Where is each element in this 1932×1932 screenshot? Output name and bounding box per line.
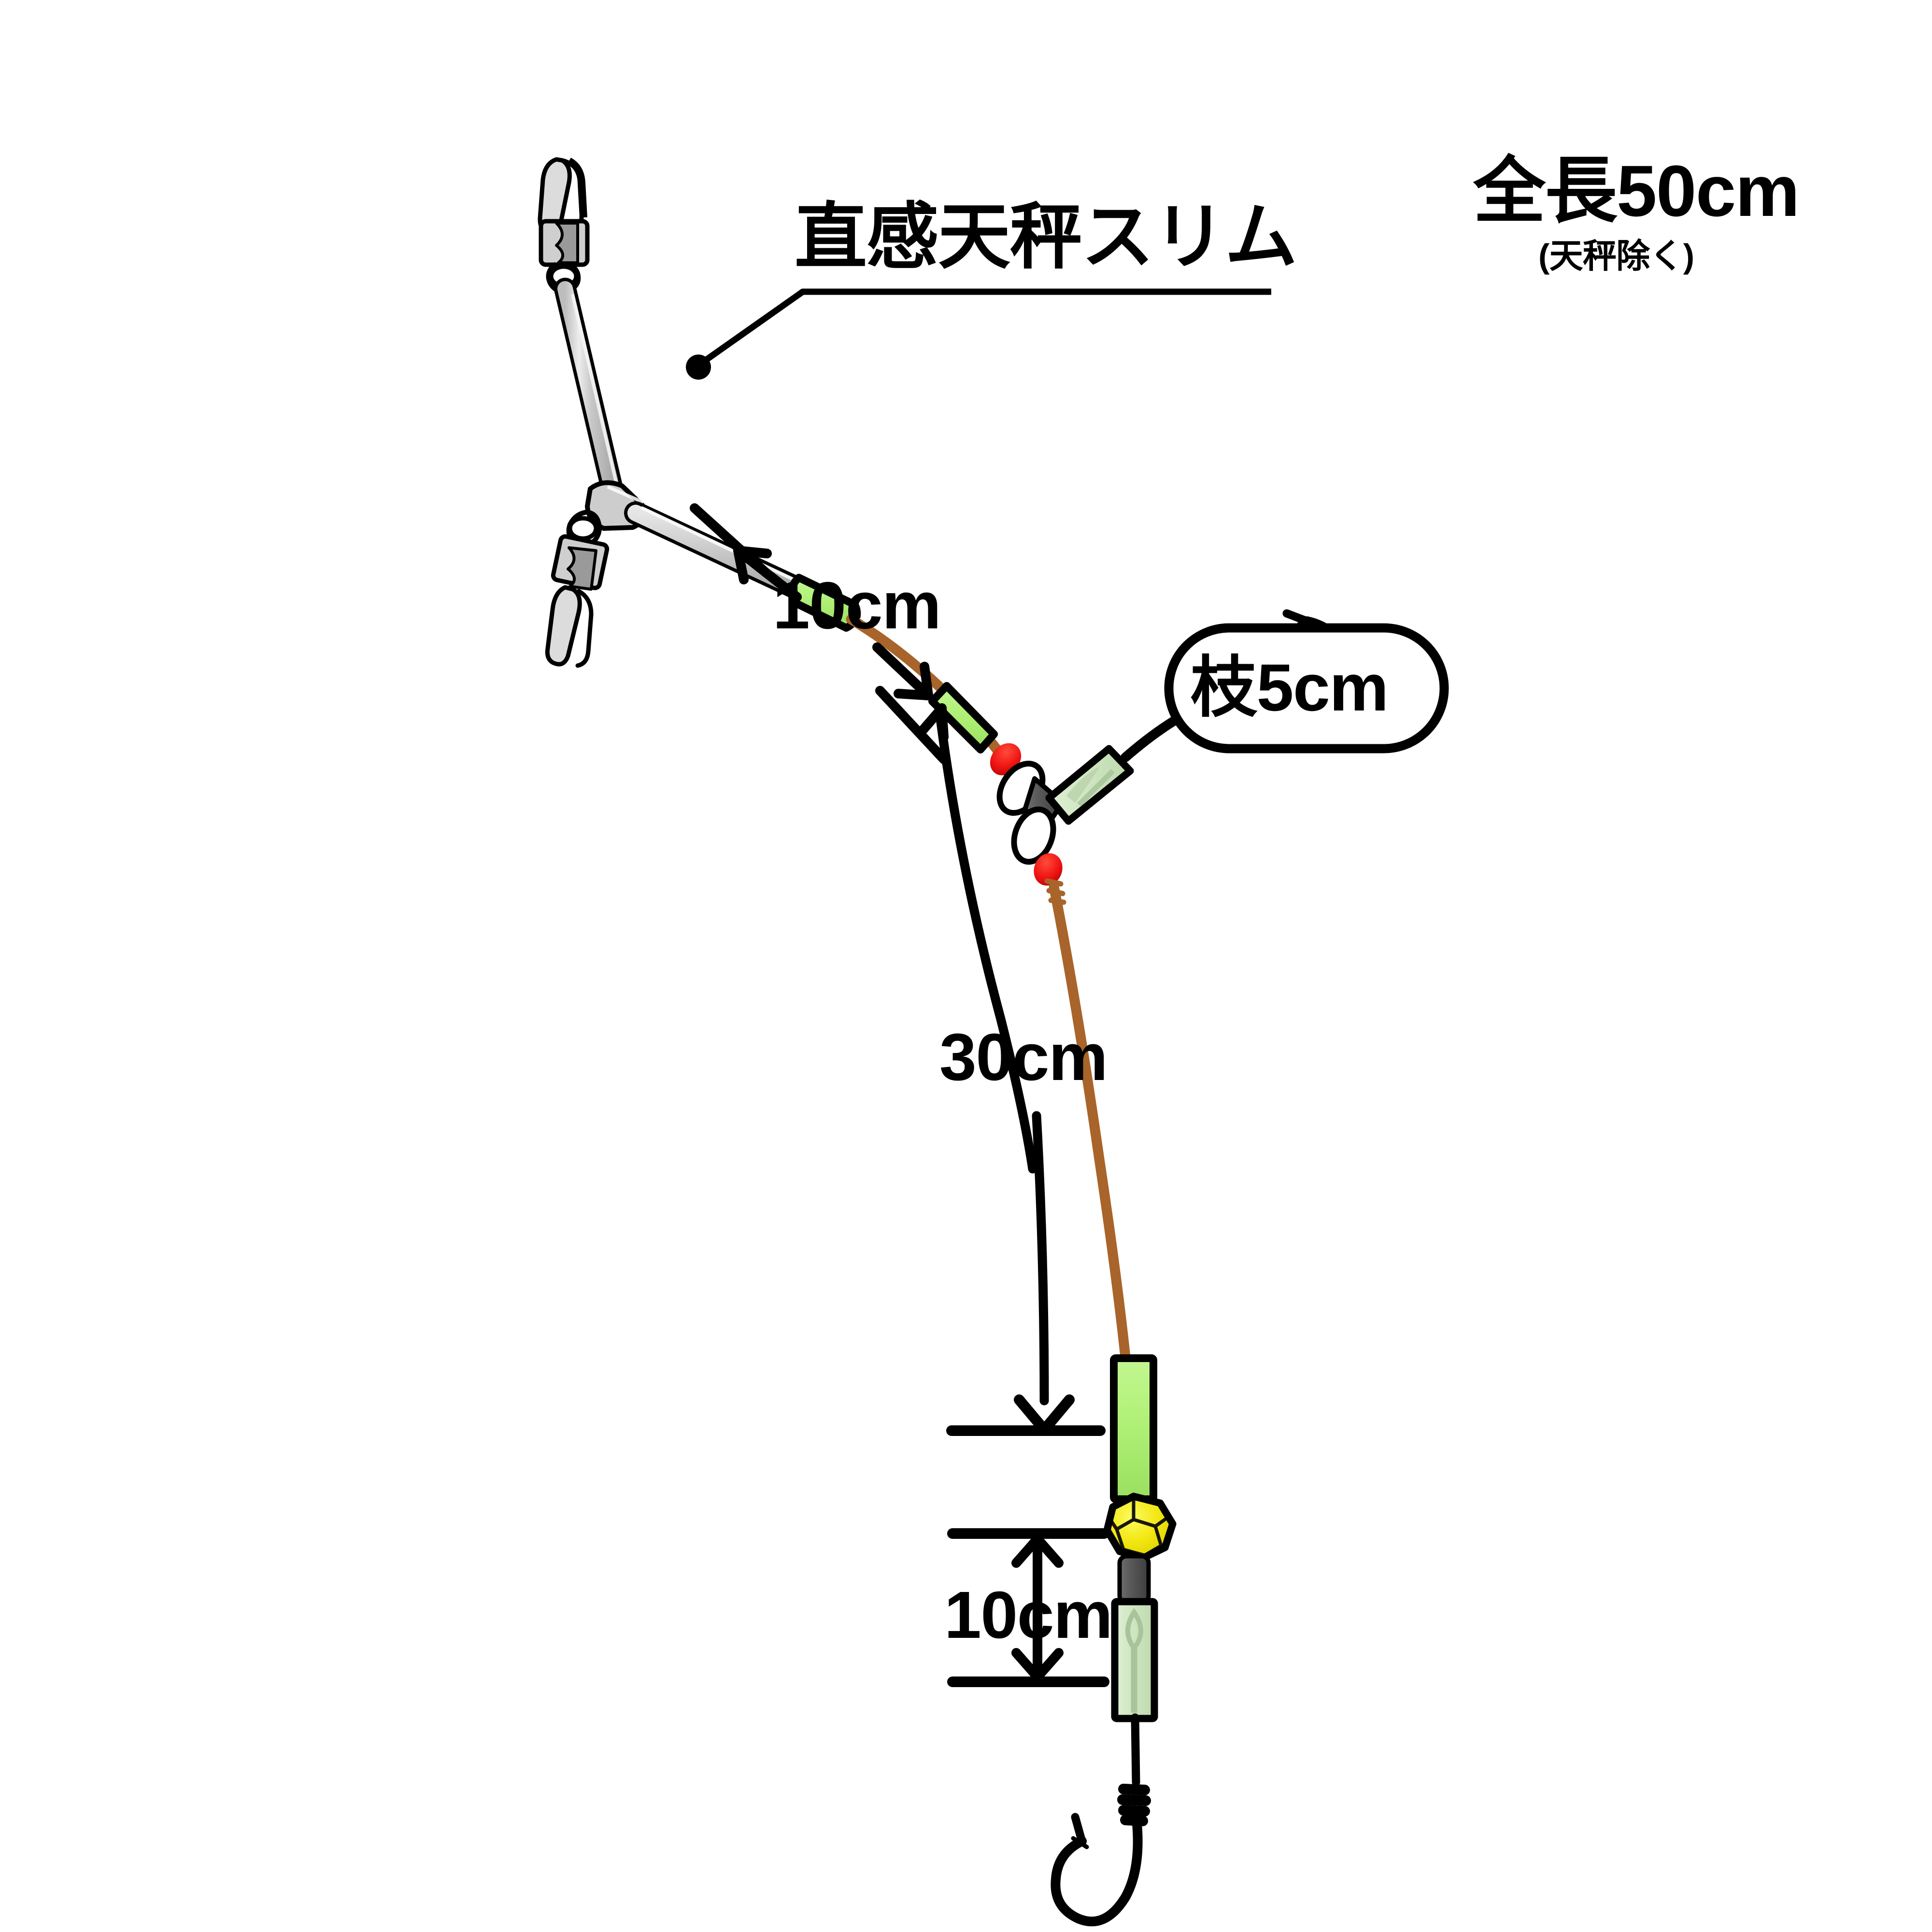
green-tube-lower (1110, 1354, 1157, 1503)
crimp-lower (1117, 1554, 1151, 1605)
green-tube-upper (928, 682, 998, 753)
branch-badge-label: 枝5cm (1191, 651, 1389, 725)
dim-top-arrowhead-upper (733, 546, 772, 584)
red-bead-lower (1034, 853, 1063, 886)
total-length-note: (天秤除く) (1538, 237, 1694, 275)
yellow-bead (1103, 1492, 1177, 1562)
branch-sleeve (1045, 745, 1134, 825)
dim-bot-arrowhead-upper (1011, 1534, 1064, 1568)
terminal-leader (1131, 1713, 1140, 1787)
main-line-lower (1049, 881, 1131, 1363)
dim-top-arrowhead-lower (894, 662, 933, 700)
oval-bead-lower (1011, 806, 1056, 865)
dim-mid-arrowhead-lower (1014, 1394, 1075, 1435)
dimension-middle-30cm (919, 703, 1106, 1436)
tenbin-arm-assembly (538, 157, 823, 668)
dimension-top-10cm (690, 503, 949, 764)
title-callout-leader (686, 288, 1271, 380)
page-title: 直感天秤スリム (795, 196, 1297, 277)
terminal-hook (1051, 1781, 1151, 1927)
tenbin-upper-shaft (557, 281, 622, 506)
snap-swivel-upper-icon (538, 157, 590, 294)
dimension-label-top: 10cm (773, 568, 941, 643)
branch-badge (1164, 623, 1449, 753)
dimension-label-bottom: 10cm (944, 1578, 1113, 1652)
dimension-label-middle: 30cm (939, 1020, 1108, 1094)
terminal-stack (1051, 1354, 1177, 1927)
dim-bot-arrowhead-lower (1011, 1648, 1064, 1682)
total-length-label: 全長50cm (1473, 150, 1800, 231)
dimension-bottom-10cm (947, 1528, 1109, 1687)
snap-swivel-lower-icon (545, 510, 610, 668)
green-tube-arm-tip (788, 574, 861, 632)
dim-top-tick-lower (875, 686, 949, 764)
